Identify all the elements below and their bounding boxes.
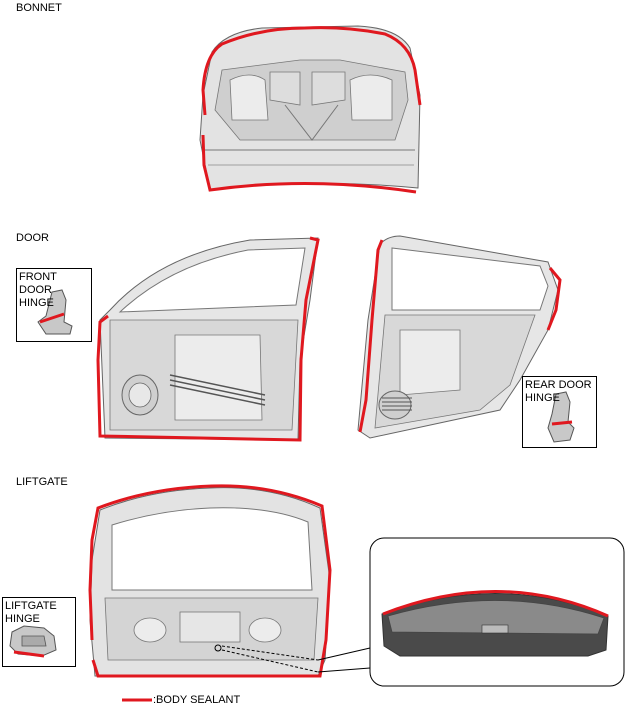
liftgate-section-label: LIFTGATE [16, 476, 68, 488]
liftgate-panel [88, 484, 332, 678]
bonnet-section-label: BONNET [16, 2, 62, 14]
door-section-label: DOOR [16, 232, 49, 244]
rear-door-hinge-graphic [547, 391, 575, 443]
liftgate-hinge-graphic [9, 625, 57, 658]
bonnet-sealant-top [201, 26, 422, 116]
bonnet-panel [199, 25, 422, 194]
front-door-hinge-label: FRONT DOOR HINGE [19, 271, 57, 309]
detail-reference-point [214, 644, 222, 652]
front-door-panel [96, 236, 320, 442]
detail-sealant [382, 590, 609, 618]
rear-door-hinge-callout: REAR DOOR HINGE [522, 376, 597, 448]
front-door-sealant [96, 236, 320, 442]
liftgate-hinge-callout: LIFTGATE HINGE [2, 597, 76, 667]
front-door-hinge-callout: FRONT DOOR HINGE [16, 268, 92, 342]
liftgate-detail-view [369, 537, 625, 687]
rear-door-sealant-front [358, 239, 384, 433]
rear-door-panel [357, 235, 562, 439]
liftgate-sealant [88, 484, 332, 678]
rear-door-hinge-label: REAR DOOR HINGE [525, 379, 592, 404]
detail-leader-lines [221, 645, 371, 673]
bonnet-sealant-bottom [201, 134, 417, 194]
rear-door-sealant-rear [546, 267, 562, 331]
front-door-hinge-graphic [37, 289, 73, 335]
liftgate-hinge-label: LIFTGATE HINGE [5, 600, 57, 625]
legend-label: :BODY SEALANT [153, 694, 241, 706]
